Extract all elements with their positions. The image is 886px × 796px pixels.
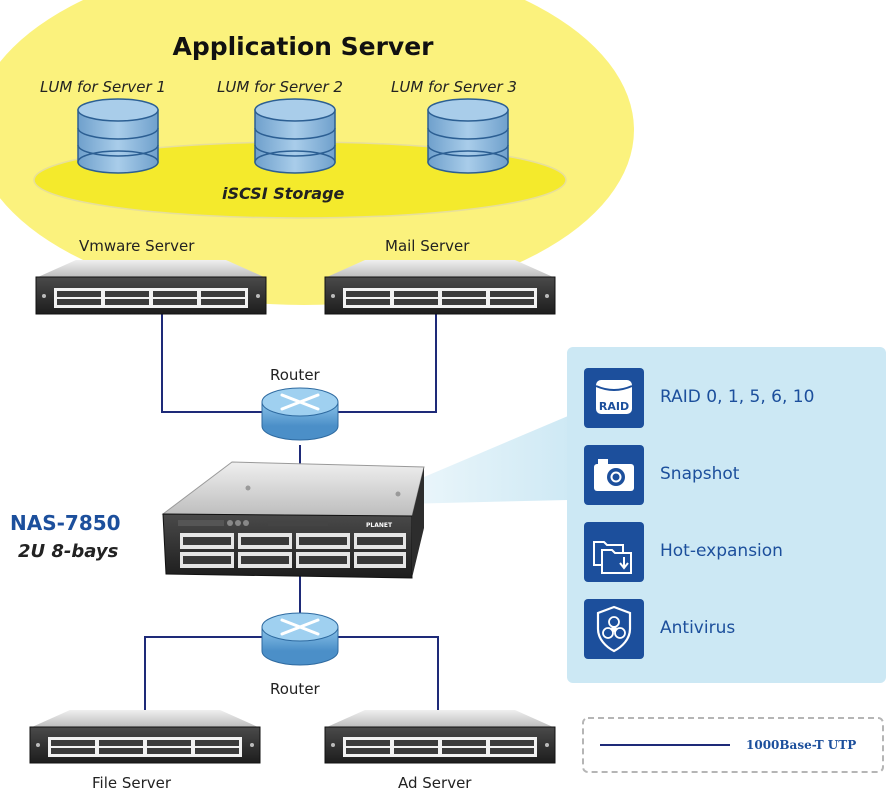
legend-box xyxy=(582,717,884,773)
biohazard-shield-icon xyxy=(584,599,644,659)
folders-icon xyxy=(584,522,644,582)
nas-bays-label: 2U 8-bays xyxy=(18,541,119,562)
lum-disk-3 xyxy=(427,98,509,174)
nas-brand-mark: PLANET xyxy=(366,522,393,529)
lum-disk-1 xyxy=(77,98,159,174)
lum-label-server-1: LUM for Server 1 xyxy=(40,78,166,96)
lum-label-server-2: LUM for Server 2 xyxy=(217,78,343,96)
file-server-label: File Server xyxy=(92,774,172,792)
router-bottom-label: Router xyxy=(270,680,320,698)
feature-panel xyxy=(567,347,886,683)
router-top-label: Router xyxy=(270,366,320,384)
nas-device: PLANET xyxy=(161,461,425,579)
ad-server xyxy=(324,710,556,764)
feature-hot-expansion-label: Hot-expansion xyxy=(660,541,783,561)
mail-server-label: Mail Server xyxy=(385,237,470,255)
nas-model-label: NAS-7850 xyxy=(10,511,121,535)
router-bottom xyxy=(261,612,339,666)
application-server-title: Application Server xyxy=(172,32,434,61)
vmware-server-label: Vmware Server xyxy=(79,237,195,255)
raid-icon: RAID xyxy=(584,368,644,428)
ad-server-label: Ad Server xyxy=(398,774,472,792)
router-top xyxy=(261,387,339,441)
vmware-server xyxy=(35,260,267,315)
camera-icon xyxy=(584,445,644,505)
legend-label: 1000Base-T UTP xyxy=(746,738,857,752)
iscsi-storage-label: iSCSI Storage xyxy=(222,184,345,203)
file-server xyxy=(29,710,261,764)
raid-icon-text: RAID xyxy=(599,400,629,413)
lum-label-server-3: LUM for Server 3 xyxy=(391,78,517,96)
network-links xyxy=(144,310,439,727)
mail-server xyxy=(324,260,556,315)
feature-snapshot-label: Snapshot xyxy=(660,464,740,484)
feature-raid-label: RAID 0, 1, 5, 6, 10 xyxy=(660,387,815,407)
lum-disk-2 xyxy=(254,98,336,174)
feature-antivirus-label: Antivirus xyxy=(660,618,736,638)
